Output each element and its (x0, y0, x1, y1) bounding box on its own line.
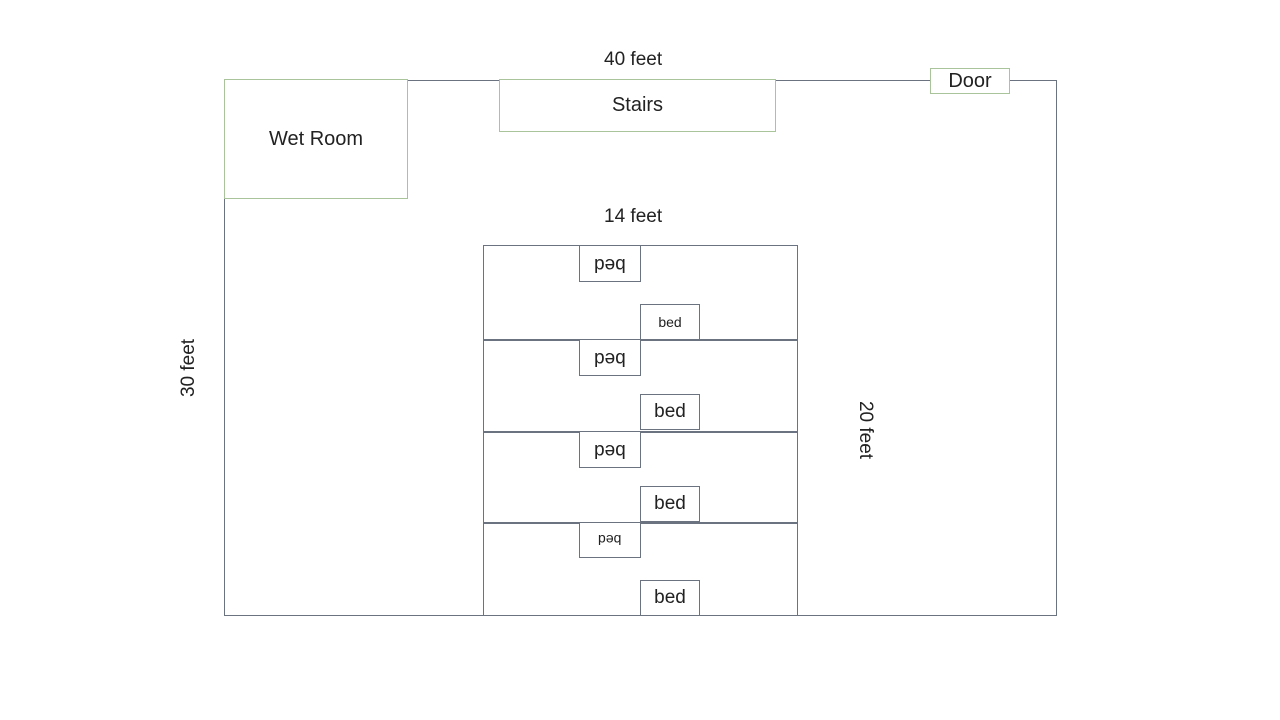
bed-left-3: bed (579, 431, 641, 468)
bed-label: bed (594, 347, 626, 369)
bed-label: bed (598, 532, 622, 548)
bed-label: bed (658, 314, 682, 330)
bed-right-4: bed (640, 580, 700, 616)
door-label: Door (948, 69, 992, 92)
bed-label: bed (654, 493, 686, 514)
stairs: Stairs (499, 79, 776, 132)
bed-right-1: bed (640, 304, 700, 340)
wet-room-label: Wet Room (268, 127, 364, 150)
door: Door (930, 68, 1010, 94)
outer-width-label: 40 feet (604, 49, 663, 70)
bed-right-2: bed (640, 394, 700, 430)
inner-height-label: 20 feet (855, 400, 877, 460)
bed-left-1: bed (579, 245, 641, 282)
bed-label: bed (654, 401, 686, 422)
stairs-label: Stairs (611, 94, 664, 116)
wet-room: Wet Room (224, 79, 408, 199)
bed-label: bed (594, 253, 626, 275)
outer-height-label: 30 feet (178, 338, 200, 398)
inner-width-label: 14 feet (604, 206, 663, 227)
bed-left-2: bed (579, 339, 641, 376)
bed-label: bed (654, 587, 686, 608)
bed-left-4: bed (579, 522, 641, 558)
bed-label: bed (594, 439, 626, 461)
bed-right-3: bed (640, 486, 700, 522)
